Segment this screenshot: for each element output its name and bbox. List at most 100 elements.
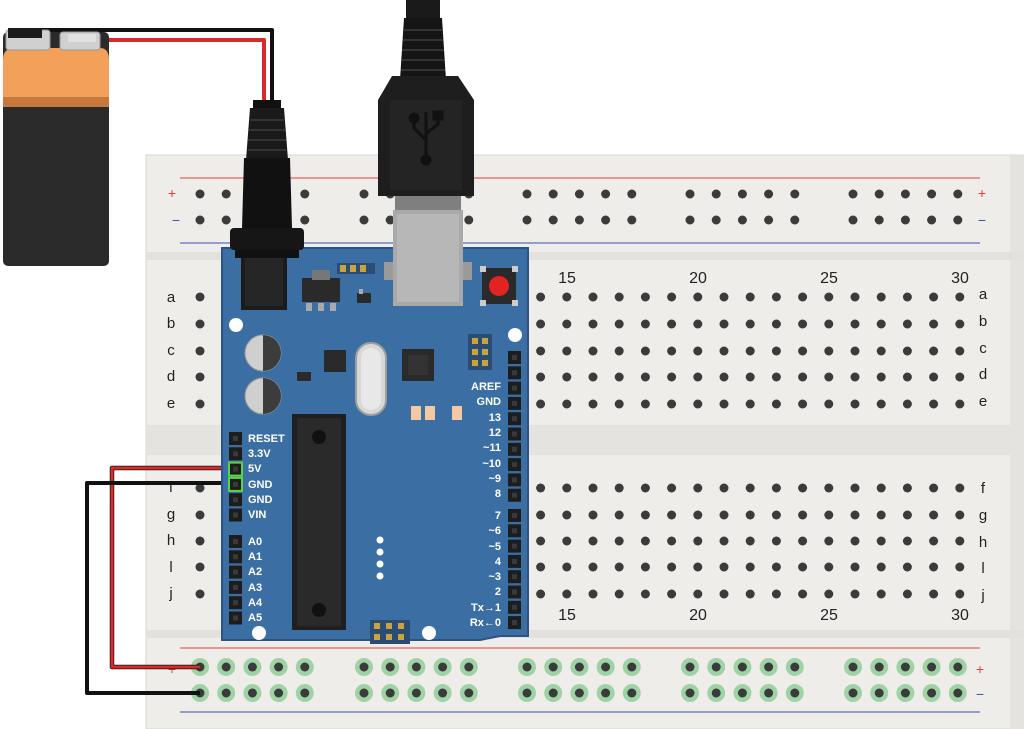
rail-hole-top-minus — [601, 215, 611, 225]
header-pin-power — [229, 447, 242, 461]
row-label-l-right: l — [981, 560, 984, 577]
terminal-hole — [798, 483, 808, 493]
terminal-hole — [614, 483, 624, 493]
rail-hole-bottom-plus — [544, 658, 563, 676]
pin-label-13: 13 — [489, 412, 501, 424]
reset-button — [480, 266, 518, 306]
rail-hole-top-plus — [764, 189, 774, 199]
rail-hole-top-minus — [574, 215, 584, 225]
header-pin-analog — [229, 550, 242, 564]
rail-hole-top-plus — [522, 189, 532, 199]
row-label-g-left: g — [167, 506, 175, 523]
terminal-hole — [719, 510, 729, 520]
rail-hole-bottom-minus — [381, 684, 400, 702]
terminal-hole — [562, 372, 572, 382]
terminal-hole — [929, 589, 939, 599]
rail-hole-bottom-minus — [243, 684, 262, 702]
terminal-hole — [614, 399, 624, 409]
rail-hole-bottom-minus — [407, 684, 426, 702]
terminal-hole — [693, 562, 703, 572]
rail-hole-bottom-minus — [733, 684, 752, 702]
terminal-hole — [719, 399, 729, 409]
terminal-hole — [614, 346, 624, 356]
terminal-hole — [693, 536, 703, 546]
rail-hole-top-minus — [900, 215, 910, 225]
terminal-hole — [824, 292, 834, 302]
terminal-hole — [640, 483, 650, 493]
terminal-hole — [719, 589, 729, 599]
terminal-hole — [195, 292, 205, 302]
rail-hole-bottom-minus — [759, 684, 778, 702]
terminal-hole — [719, 292, 729, 302]
terminal-hole — [876, 319, 886, 329]
terminal-hole — [771, 483, 781, 493]
terminal-hole — [562, 510, 572, 520]
terminal-hole — [693, 292, 703, 302]
terminal-hole — [955, 483, 965, 493]
terminal-hole — [745, 346, 755, 356]
pin-label-11: ~11 — [483, 442, 501, 454]
terminal-hole — [614, 562, 624, 572]
header-pin-digital-high — [508, 427, 521, 441]
terminal-hole — [771, 346, 781, 356]
terminal-hole — [693, 319, 703, 329]
terminal-hole — [902, 346, 912, 356]
terminal-hole — [667, 399, 677, 409]
terminal-hole — [902, 399, 912, 409]
row-label-b-right: b — [979, 313, 987, 330]
terminal-hole — [824, 399, 834, 409]
col-number-15-top: 15 — [558, 270, 576, 287]
terminal-hole — [640, 399, 650, 409]
row-label-d-right: d — [979, 366, 987, 383]
mounting-hole — [422, 626, 436, 640]
terminal-hole — [614, 319, 624, 329]
terminal-hole — [902, 536, 912, 546]
row-label-l-left: l — [169, 559, 172, 576]
row-label-e-right: e — [979, 393, 987, 410]
rail-hole-top-minus — [195, 215, 205, 225]
pin-label-tx: Tx→1 — [471, 602, 501, 614]
terminal-hole — [771, 536, 781, 546]
terminal-hole — [667, 536, 677, 546]
rail-hole-top-plus — [711, 189, 721, 199]
terminal-hole — [876, 372, 886, 382]
terminal-hole — [771, 319, 781, 329]
terminal-hole — [876, 483, 886, 493]
terminal-hole — [562, 319, 572, 329]
terminal-hole — [719, 562, 729, 572]
breadboard-holes — [191, 189, 967, 702]
pin-label-a3: A3 — [248, 582, 262, 594]
terminal-hole — [588, 319, 598, 329]
terminal-hole — [955, 562, 965, 572]
terminal-hole — [614, 589, 624, 599]
col-number-20-top: 20 — [689, 270, 707, 287]
header-pin-digital-low — [508, 616, 521, 630]
pin-label-9: ~9 — [488, 473, 501, 485]
terminal-hole — [955, 372, 965, 382]
terminal-hole — [693, 510, 703, 520]
pin-label-a5: A5 — [248, 612, 262, 624]
terminal-hole — [536, 319, 546, 329]
terminal-hole — [902, 292, 912, 302]
terminal-hole — [745, 399, 755, 409]
terminal-hole — [640, 589, 650, 599]
terminal-hole — [955, 319, 965, 329]
rail-hole-bottom-minus — [518, 684, 536, 702]
terminal-hole — [771, 372, 781, 382]
rail-hole-bottom-plus — [459, 658, 478, 676]
rail-hole-top-plus — [953, 189, 963, 199]
rail-hole-bottom-plus — [295, 658, 314, 676]
rail-hole-bottom-plus — [269, 658, 288, 676]
bottom-rail-plus-right: + — [976, 661, 984, 677]
row-label-j-right: j — [980, 587, 984, 604]
arduino-board: AREF GND 13 12 ~11 ~10 ~9 8 7 ~6 ~5 4 ~3… — [221, 247, 529, 644]
rail-hole-top-plus — [737, 189, 747, 199]
header-pin-digital-high — [508, 473, 521, 487]
terminal-hole — [667, 483, 677, 493]
rail-hole-top-minus — [737, 215, 747, 225]
rail-hole-bottom-plus — [896, 658, 915, 676]
terminal-hole — [876, 562, 886, 572]
terminal-hole — [588, 399, 598, 409]
terminal-hole — [798, 510, 808, 520]
